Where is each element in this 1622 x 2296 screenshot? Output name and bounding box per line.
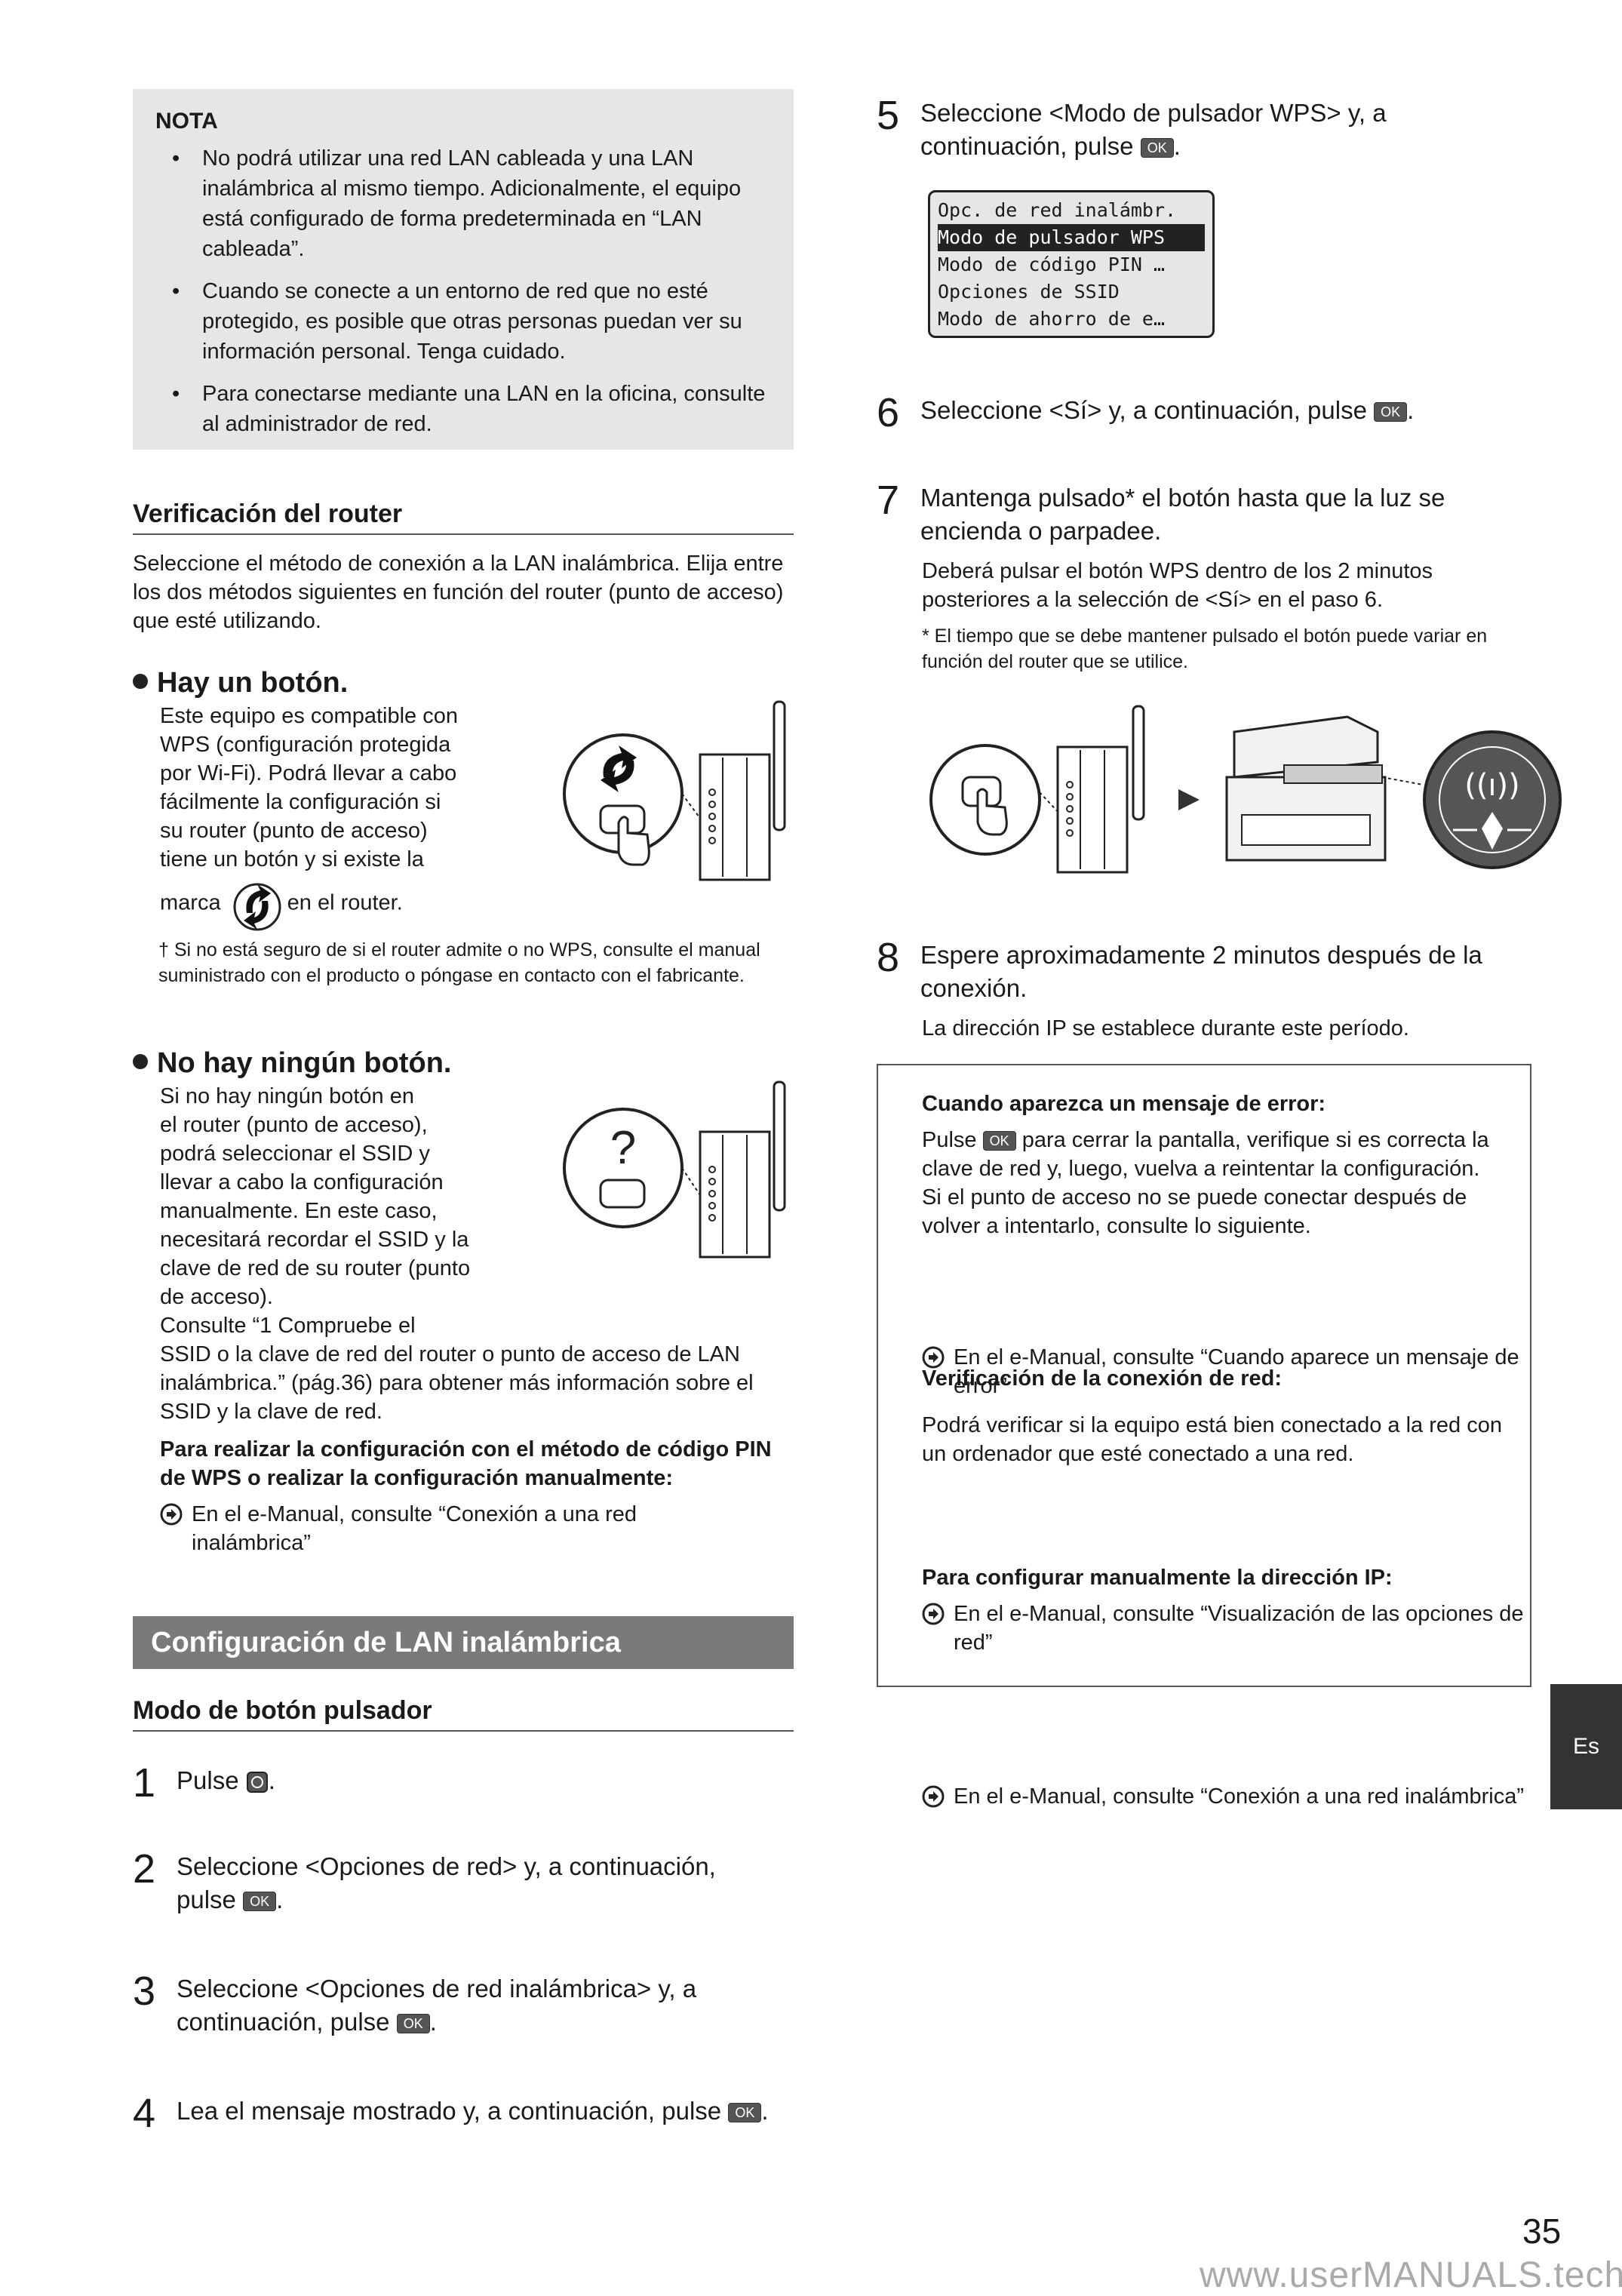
error-paragraph: Pulse OK para cerrar la pantalla, verifi… bbox=[922, 1128, 1489, 1238]
language-tab[interactable]: Es bbox=[1550, 1684, 1622, 1809]
arrow-right-circle-icon bbox=[160, 1503, 183, 1526]
network-check-ref[interactable]: En el e-Manual, consulte “Visualización … bbox=[922, 1600, 1542, 1657]
error-info-box bbox=[877, 1064, 1531, 1687]
lcd-row-selected[interactable]: Modo de pulsador WPS bbox=[938, 224, 1205, 251]
svg-text:?: ? bbox=[610, 1122, 636, 1174]
network-check-heading: Verificación de la conexión de red: bbox=[922, 1366, 1283, 1391]
pin-config-heading: Para realizar la configuración con el mé… bbox=[160, 1437, 772, 1490]
button-heading-text: Hay un botón. bbox=[157, 667, 349, 699]
nobutton-heading: No hay ningún botón. bbox=[133, 1047, 451, 1080]
arrow-right-circle-icon bbox=[922, 1346, 945, 1369]
manual-ip-heading: Para configurar manualmente la dirección… bbox=[922, 1566, 1393, 1590]
error-ref[interactable]: En el e-Manual, consulte “Cuando aparece… bbox=[922, 1343, 1542, 1400]
manual-ip-ref-text: En el e-Manual, consulte “Conexión a una… bbox=[954, 1784, 1525, 1809]
note-box: NOTA No podrá utilizar una red LAN cable… bbox=[133, 89, 794, 450]
page-number: 35 bbox=[1522, 2211, 1562, 2251]
pin-config-ref[interactable]: En el e-Manual, consulte “Conexión a una… bbox=[160, 1500, 720, 1557]
note-title: NOTA bbox=[155, 109, 218, 134]
network-check-ref-text: En el e-Manual, consulte “Visualización … bbox=[954, 1602, 1524, 1655]
nobutton-heading-text: No hay ningún botón. bbox=[157, 1047, 452, 1079]
step-7-note: * El tiempo que se debe mantener pulsado… bbox=[922, 625, 1488, 672]
menu-key-icon bbox=[246, 1772, 268, 1793]
lcd-screen: Opc. de red inalámbr. Modo de pulsador W… bbox=[928, 190, 1215, 338]
nobutton-text-cont: SSID o la clave de red del router o punt… bbox=[160, 1342, 754, 1424]
ok-key-icon: OK bbox=[982, 1131, 1016, 1151]
ok-key-icon: OK bbox=[728, 2103, 762, 2123]
note-list: No podrá utilizar una red LAN cableada y… bbox=[155, 143, 771, 439]
arrow-right-circle-icon bbox=[922, 1785, 945, 1808]
bullet-dot-icon bbox=[133, 1053, 148, 1069]
lcd-row[interactable]: Modo de ahorro de e… bbox=[938, 308, 1166, 330]
lcd-title: Opc. de red inalámbr. bbox=[938, 199, 1177, 221]
wps-press-illustration: ((ı)) bbox=[929, 705, 1562, 874]
push-button-mode-heading: Modo de botón pulsador bbox=[133, 1696, 794, 1732]
arrow-right-circle-icon bbox=[922, 1603, 945, 1625]
note-item: No podrá utilizar una red LAN cableada y… bbox=[155, 143, 771, 264]
ok-key-icon: OK bbox=[396, 2014, 430, 2034]
wlan-band-heading: Configuración de LAN inalámbrica bbox=[133, 1616, 794, 1669]
error-ref-text: En el e-Manual, consulte “Cuando aparece… bbox=[954, 1345, 1519, 1398]
error-heading: Cuando aparezca un mensaje de error: bbox=[922, 1092, 1326, 1116]
ok-key-icon: OK bbox=[243, 1892, 277, 1912]
lcd-row[interactable]: Modo de código PIN … bbox=[938, 254, 1166, 275]
step-8-sub: La dirección IP se establece durante est… bbox=[922, 1016, 1409, 1040]
router-wps-illustration bbox=[563, 700, 786, 881]
bullet-dot-icon bbox=[133, 673, 148, 689]
router-manual-illustration: ? bbox=[563, 1080, 786, 1259]
step-7-sub: Deberá pulsar el botón WPS dentro de los… bbox=[922, 559, 1433, 612]
router-intro: Seleccione el método de conexión a la LA… bbox=[133, 552, 784, 633]
network-check-paragraph: Podrá verificar si la equipo está bien c… bbox=[922, 1413, 1502, 1466]
router-heading: Verificación del router bbox=[133, 499, 794, 535]
ok-key-icon: OK bbox=[1140, 138, 1174, 158]
nobutton-text: Si no hay ningún botón en el router (pun… bbox=[160, 1084, 471, 1338]
wps-logo-icon bbox=[233, 883, 281, 931]
note-item: Cuando se conecte a un entorno de red qu… bbox=[155, 276, 771, 367]
button-text: Este equipo es compatible con WPS (confi… bbox=[160, 702, 507, 934]
lcd-row[interactable]: Opciones de SSID bbox=[938, 281, 1120, 303]
manual-ip-ref[interactable]: En el e-Manual, consulte “Conexión a una… bbox=[922, 1782, 1542, 1811]
button-footnote: † Si no está seguro de si el router admi… bbox=[158, 939, 760, 986]
button-heading: Hay un botón. bbox=[133, 667, 348, 699]
ok-key-icon: OK bbox=[1374, 402, 1408, 423]
note-item: Para conectarse mediante una LAN en la o… bbox=[155, 379, 771, 439]
watermark: www.userMANUALS.tech bbox=[1200, 2255, 1622, 2295]
svg-text:((ı)): ((ı)) bbox=[1464, 768, 1520, 803]
pin-config-ref-text: En el e-Manual, consulte “Conexión a una… bbox=[192, 1502, 637, 1555]
